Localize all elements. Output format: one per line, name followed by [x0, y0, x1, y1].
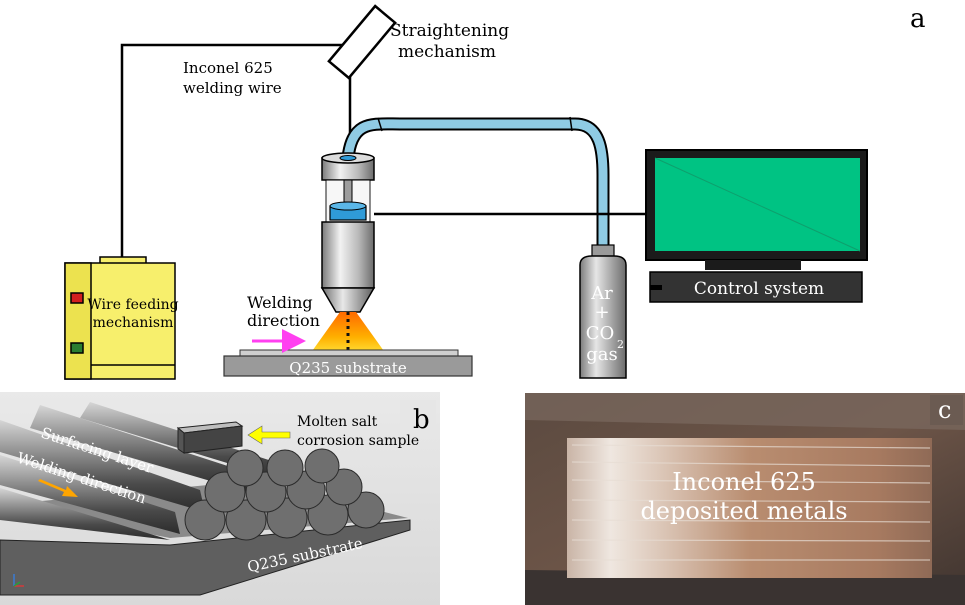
gas-ar: Ar: [590, 283, 613, 304]
panel-c-label: c: [938, 396, 951, 424]
wire-feeder-label-1: Wire feeding: [87, 297, 178, 313]
control-monitor: Control system: [645, 149, 868, 303]
panel-a-label: a: [910, 4, 926, 34]
deposited-metal: [567, 438, 932, 578]
sample-label-2: corrosion sample: [297, 433, 419, 449]
gas-pipe: [341, 117, 610, 245]
weld-bead-lines: [571, 444, 931, 561]
control-system-label: Control system: [694, 279, 824, 299]
gas-bottle: Ar + CO 2 gas: [579, 244, 627, 379]
panel-c: c Inconel 625 deposited metals: [525, 393, 965, 605]
straightening-mechanism: [327, 4, 397, 80]
panel-c-label-box: [930, 395, 963, 425]
substrate-label-a: Q235 substrate: [289, 359, 407, 377]
red-indicator: [70, 292, 84, 304]
q235-substrate: Q235 substrate: [223, 349, 473, 377]
rod-ends: [184, 448, 385, 541]
deposit-label-1: Inconel 625: [672, 468, 816, 496]
straightening-label-2: mechanism: [398, 42, 496, 62]
molten-salt-sample: [176, 421, 244, 454]
welding-wire-line: [120, 43, 352, 262]
axes-icon: [13, 574, 24, 587]
wire-feeding-mechanism: Wire feeding mechanism: [64, 256, 179, 380]
deposit-label-2: deposited metals: [640, 497, 847, 525]
sample-arrow: [247, 425, 291, 445]
straightening-label-1: Straightening: [390, 21, 509, 41]
welding-direction-label-2: direction: [247, 311, 320, 330]
gas-word: gas: [586, 344, 618, 365]
q235-substrate-b: [0, 519, 411, 596]
panel-b: b Q235 substrate Molten salt corrosion s…: [0, 392, 440, 605]
panel-a: a Straightening mechanism Inconel 625 we…: [64, 4, 926, 380]
wire-label-1: Inconel 625: [183, 59, 273, 77]
panel-b-label-box: [400, 400, 436, 434]
gas-co-subscript: 2: [617, 338, 624, 351]
gas-plus: +: [594, 302, 609, 323]
welding-direction-label-1: Welding: [247, 293, 313, 312]
gas-co: CO: [586, 323, 615, 344]
wire-label-2: welding wire: [183, 79, 282, 97]
welding-direction-b-arrow: [38, 479, 78, 497]
panel-b-label: b: [413, 405, 430, 435]
welding-torch: [320, 152, 376, 313]
wire-feeder-label-2: mechanism: [93, 315, 174, 331]
green-indicator: [70, 342, 84, 354]
sample-label-1: Molten salt: [297, 414, 378, 430]
